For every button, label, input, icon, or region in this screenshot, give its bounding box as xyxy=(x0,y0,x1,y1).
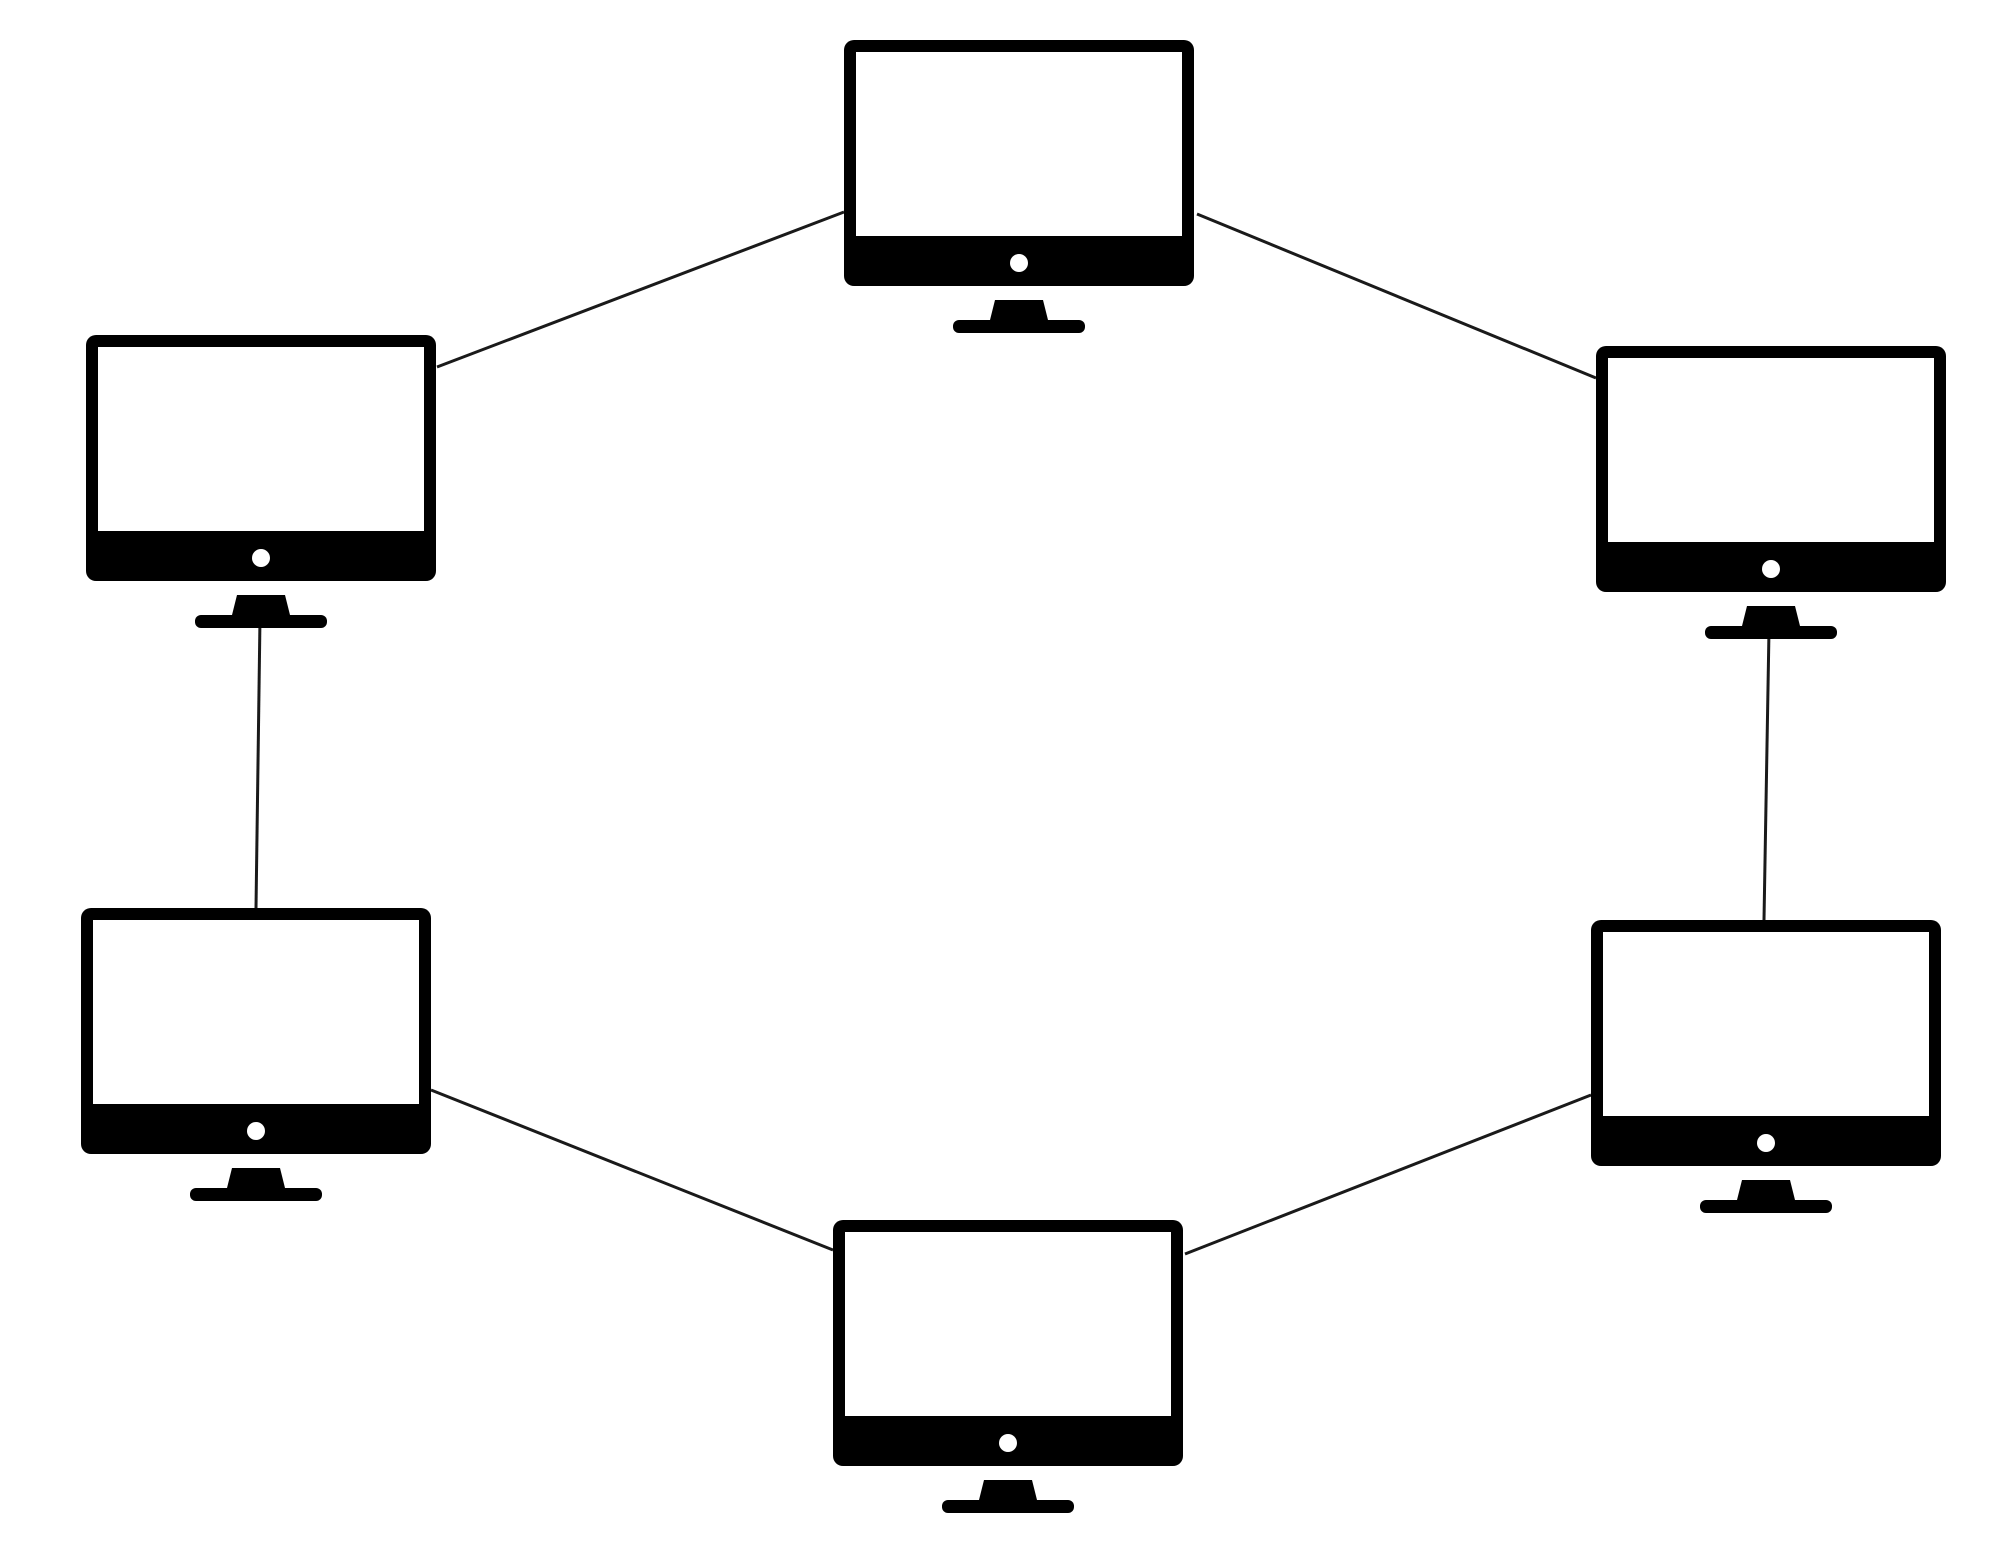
monitor-stand xyxy=(1741,606,1801,630)
link-upper-right-to-lower-right xyxy=(1762,629,1771,921)
monitor-screen xyxy=(856,52,1182,236)
links-layer xyxy=(254,210,1771,1256)
node-bottom xyxy=(833,1220,1183,1513)
monitor-base xyxy=(1705,626,1837,639)
power-dot xyxy=(247,1122,265,1140)
monitor-base xyxy=(942,1500,1074,1513)
monitor-stand xyxy=(978,1480,1038,1504)
power-dot xyxy=(1010,254,1028,272)
node-upper-right xyxy=(1596,346,1946,639)
monitor-screen xyxy=(1603,932,1929,1116)
monitor-screen xyxy=(93,920,419,1104)
monitor-base xyxy=(953,320,1085,333)
power-dot xyxy=(1762,560,1780,578)
monitor-screen xyxy=(98,347,424,531)
monitor-stand xyxy=(1736,1180,1796,1204)
monitor-base xyxy=(190,1188,322,1201)
monitor-screen xyxy=(845,1232,1171,1416)
link-bottom-to-lower-left xyxy=(430,1088,834,1252)
monitor-screen xyxy=(1608,358,1934,542)
node-lower-right xyxy=(1591,920,1941,1213)
monitor-stand xyxy=(989,300,1049,324)
power-dot xyxy=(1757,1134,1775,1152)
link-lower-right-to-bottom xyxy=(1184,1093,1592,1256)
node-top xyxy=(844,40,1194,333)
monitor-stand xyxy=(231,595,291,619)
link-lower-left-to-upper-left xyxy=(254,617,262,909)
nodes-layer xyxy=(81,40,1946,1513)
monitor-base xyxy=(1700,1200,1832,1213)
power-dot xyxy=(252,549,270,567)
monitor-base xyxy=(195,615,327,628)
link-upper-left-to-top xyxy=(436,210,845,369)
node-upper-left xyxy=(86,335,436,628)
link-top-to-upper-right xyxy=(1196,212,1597,380)
node-lower-left xyxy=(81,908,431,1201)
monitor-stand xyxy=(226,1168,286,1192)
power-dot xyxy=(999,1434,1017,1452)
